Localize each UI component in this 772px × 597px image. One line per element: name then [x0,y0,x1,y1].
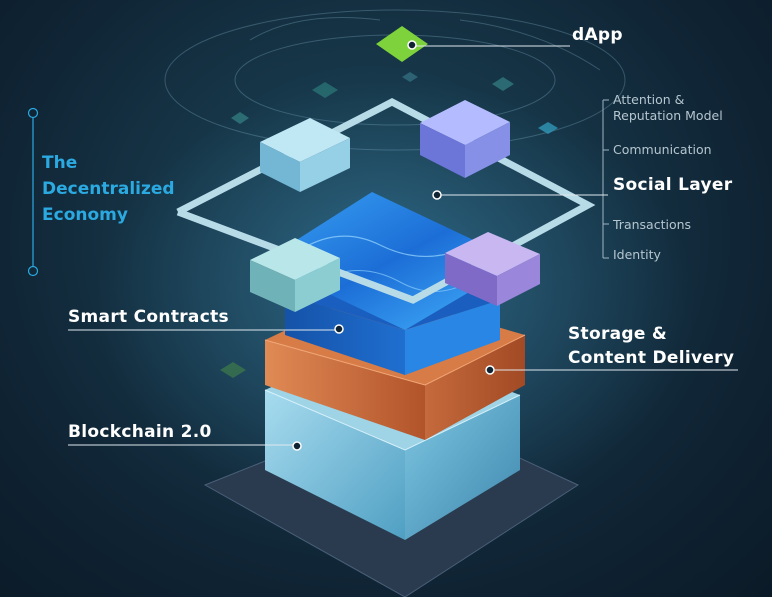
blockchain-label: Blockchain 2.0 [68,422,212,442]
social-layer-label: Social Layer [613,175,733,195]
transactions-label: Transactions [613,217,692,232]
attention-reputation-label: Attention & Reputation Model [613,92,723,124]
title-line-1: The [42,153,78,173]
decentralized-economy-title: The Decentralized Economy [42,150,175,228]
smart-contracts-label: Smart Contracts [68,307,229,327]
attention-line-1: Attention & [613,92,685,107]
callout-lines [68,45,738,446]
communication-label: Communication [613,142,712,157]
dapp-diamond [376,26,428,62]
social-cube-top-left [260,118,350,192]
storage-line-2: Content Delivery [568,348,735,368]
social-items-bracket [602,99,609,259]
social-cube-top-right [420,100,510,178]
storage-label: Storage & Content Delivery [568,322,734,370]
attention-line-2: Reputation Model [613,108,723,123]
social-cube-bottom-left [250,238,340,312]
storage-line-1: Storage & [568,324,668,344]
social-cube-bottom-right [445,232,540,306]
callout-dots [292,40,495,451]
title-bracket [27,107,39,277]
identity-label: Identity [613,247,661,262]
title-line-3: Economy [42,205,128,225]
dapp-label: dApp [572,25,623,45]
title-line-2: Decentralized [42,179,175,199]
